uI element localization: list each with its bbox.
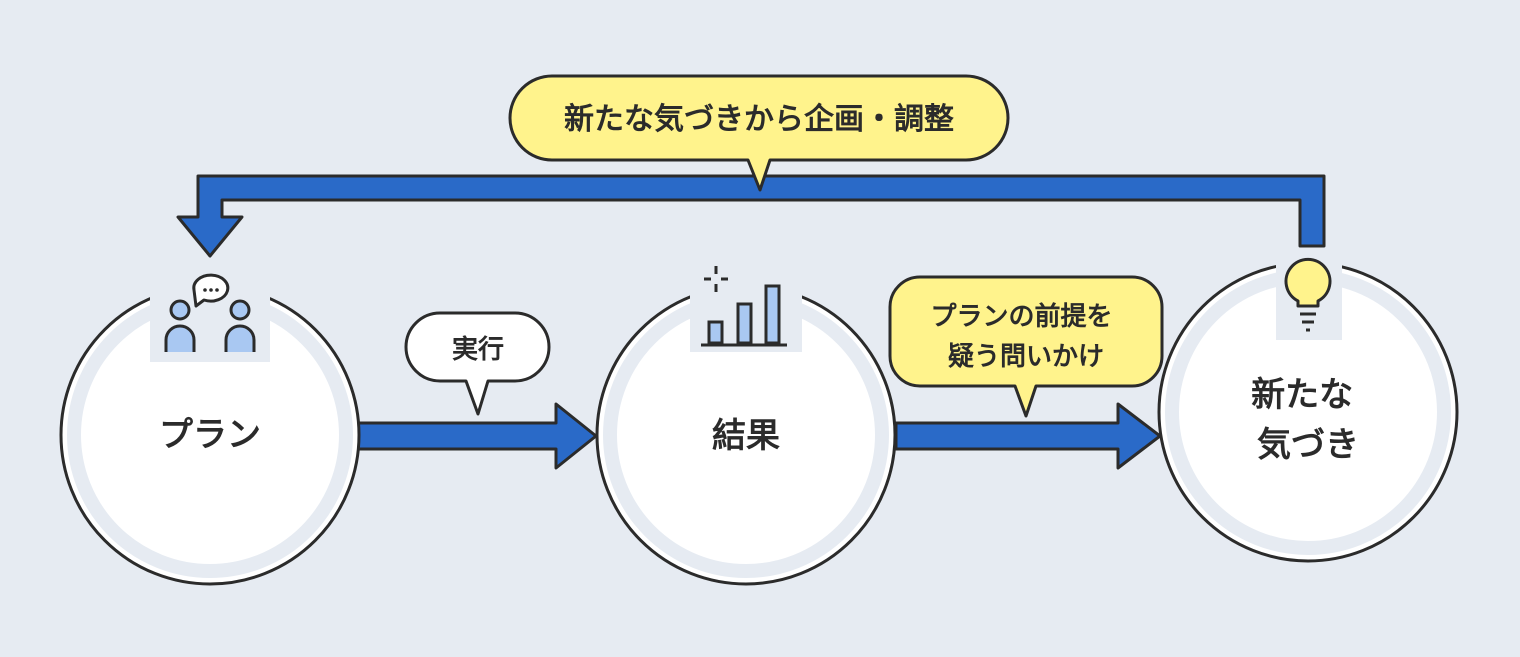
- node-insight-line-2: 気づき: [1257, 425, 1359, 465]
- feedback-loop-arrow: [176, 174, 1326, 258]
- node-insight-label: 新たな 気づき: [1251, 375, 1365, 465]
- bubble-execute-text: 実行: [452, 334, 504, 365]
- node-result: 結果: [595, 262, 897, 586]
- lightbulb-icon: [1284, 257, 1332, 332]
- bubble-question: プランの前提を 疑う問いかけ: [888, 275, 1164, 418]
- bubble-question-line-2: 疑う問いかけ: [948, 342, 1104, 372]
- bubble-feedback: 新たな気づきから企画・調整: [508, 74, 1010, 192]
- bubble-execute: 実行: [404, 311, 551, 416]
- node-plan: プラン: [59, 266, 361, 586]
- node-insight: 新たな 気づき: [1157, 250, 1459, 563]
- node-insight-line-1: 新たな: [1251, 375, 1353, 415]
- arrow-plan-to-result: [356, 402, 598, 470]
- bubble-question-line-1: プランの前提を: [930, 301, 1112, 332]
- bubble-question-text: プランの前提を 疑う問いかけ: [930, 301, 1121, 372]
- arrow-result-to-insight: [894, 402, 1162, 470]
- people-chat-icon: [164, 273, 256, 352]
- bubble-feedback-text: 新たな気づきから企画・調整: [564, 102, 954, 137]
- bar-chart-icon: [701, 266, 787, 347]
- node-result-label: 結果: [712, 416, 780, 456]
- node-plan-label: プラン: [159, 415, 261, 455]
